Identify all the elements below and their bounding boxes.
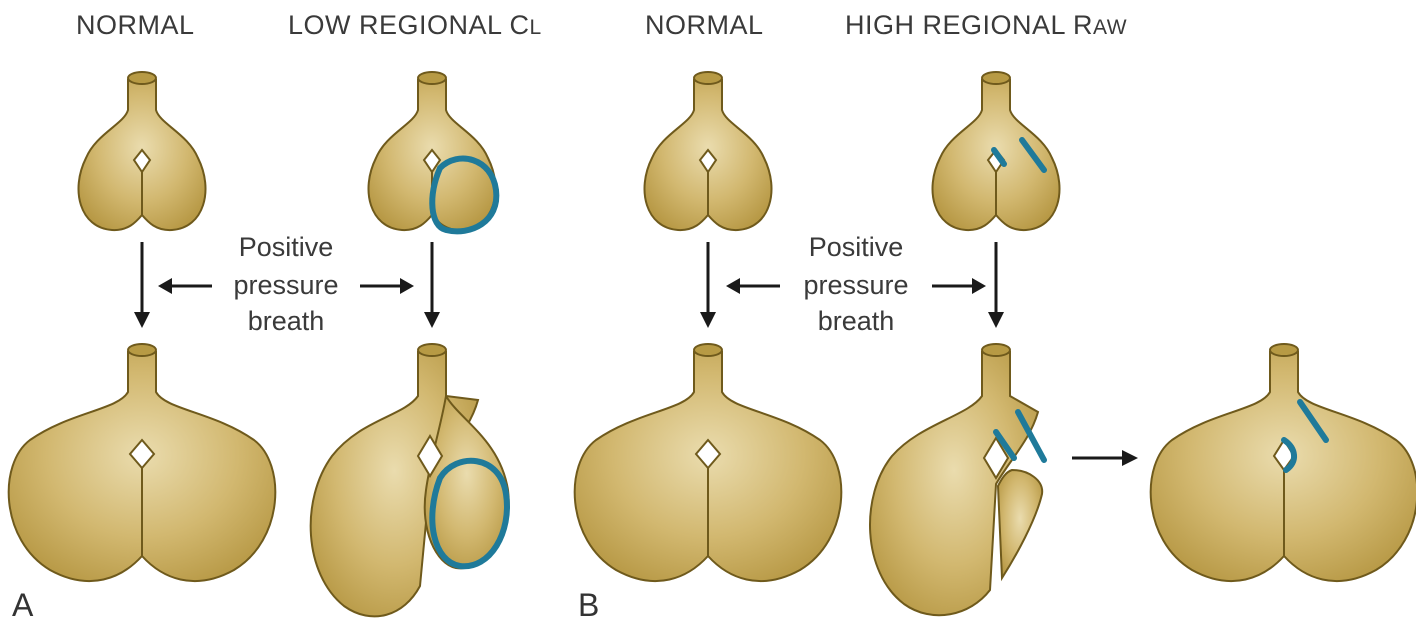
down-arrow [700, 242, 716, 328]
panel-label-a: A [12, 587, 34, 623]
header-normal-b: NORMAL [645, 10, 764, 40]
lung-normal-a-post [9, 344, 276, 581]
pp-label-a-line1: Positive [239, 232, 334, 262]
down-arrow [424, 242, 440, 328]
pp-label-b-line1: Positive [809, 232, 904, 262]
left-arrow [726, 278, 780, 294]
lung-normal-b-post [575, 344, 842, 581]
header-high-regional-raw: HIGH REGIONAL RAW [845, 10, 1127, 40]
pp-label-b-line2: pressure [803, 270, 908, 300]
lung-high-raw-pre [932, 72, 1059, 230]
transition-arrow [1072, 450, 1138, 466]
lung-low-cl-post [311, 344, 509, 616]
right-arrow [360, 278, 414, 294]
down-arrow [134, 242, 150, 328]
lung-low-cl-pre [368, 72, 496, 231]
lung-high-raw-delayed [1151, 344, 1416, 581]
lung-normal-b-pre [644, 72, 771, 230]
header-low-regional-cl: LOW REGIONAL CL [288, 10, 542, 40]
pp-label-a-line2: pressure [233, 270, 338, 300]
lung-high-raw-post [870, 344, 1044, 615]
right-arrow [932, 278, 986, 294]
header-normal-a: NORMAL [76, 10, 195, 40]
lung-normal-a-pre [78, 72, 205, 230]
down-arrow [988, 242, 1004, 328]
panel-label-b: B [578, 587, 599, 623]
left-arrow [158, 278, 212, 294]
pp-label-a-line3: breath [248, 306, 325, 336]
pp-label-b-line3: breath [818, 306, 895, 336]
